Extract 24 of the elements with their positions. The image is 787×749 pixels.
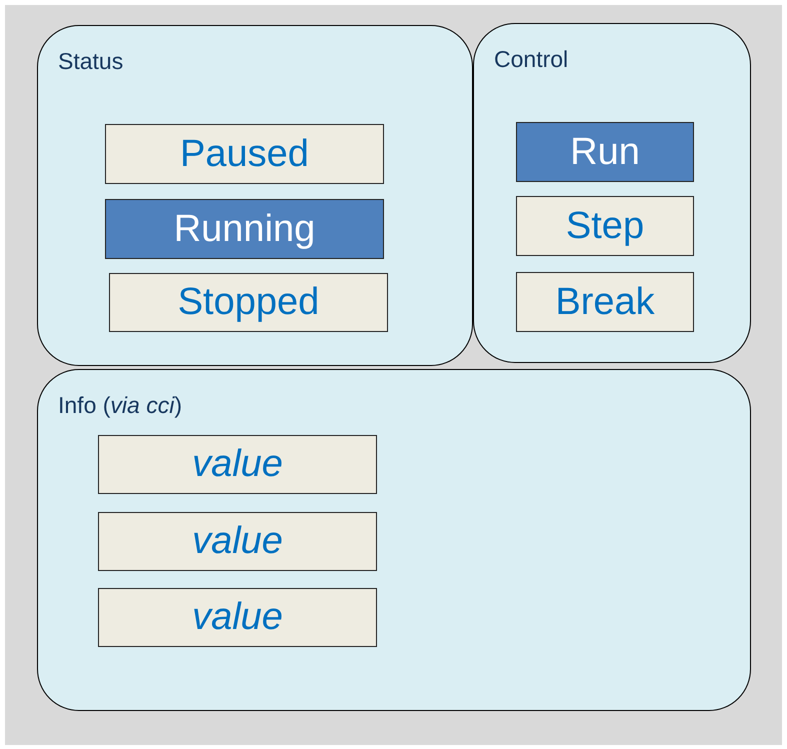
- state-label: Break: [555, 280, 655, 324]
- state-label: Paused: [180, 132, 309, 176]
- state-box: [516, 196, 694, 256]
- group-panel: [473, 23, 751, 363]
- state-box: [105, 124, 384, 184]
- highlighted-state-box: [516, 122, 694, 182]
- state-label: Run: [570, 130, 640, 174]
- state-label: Stopped: [178, 281, 320, 324]
- state-box: [98, 435, 377, 494]
- state-box: [98, 588, 377, 647]
- panel-title: Status: [58, 48, 124, 75]
- highlighted-state-box: [105, 199, 384, 259]
- panel-title: Info (via cci): [58, 392, 182, 419]
- state-box: [109, 273, 388, 332]
- value-text: value: [192, 596, 283, 639]
- state-label: Running: [174, 208, 316, 250]
- state-box: [516, 272, 694, 332]
- group-panel: [37, 25, 473, 366]
- state-box: [98, 512, 377, 571]
- group-panel: [37, 369, 751, 711]
- value-text: value: [192, 520, 283, 563]
- panel-title: Control: [494, 46, 568, 73]
- state-label: Step: [566, 204, 644, 248]
- value-text: value: [192, 443, 283, 486]
